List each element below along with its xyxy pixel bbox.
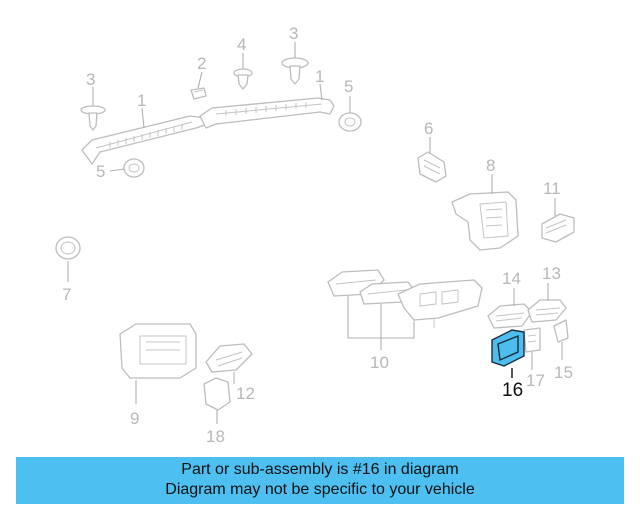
- banner-line-1: Part or sub-assembly is #16 in diagram: [181, 461, 459, 478]
- label-6: 6: [424, 119, 433, 138]
- label-16: 16: [502, 380, 523, 401]
- part-13-vent[interactable]: [527, 299, 567, 323]
- label-12: 12: [236, 384, 255, 403]
- part-4-clip[interactable]: [233, 68, 253, 90]
- label-15: 15: [554, 363, 573, 382]
- label-3-left: 3: [86, 70, 95, 89]
- part-1-defroster-nozzle-right[interactable]: [199, 97, 335, 129]
- part-10-duct-assembly[interactable]: [327, 269, 483, 330]
- label-1-left: 1: [137, 91, 146, 110]
- label-10: 10: [370, 353, 389, 372]
- part-18-grommet[interactable]: [203, 377, 231, 411]
- label-4: 4: [237, 35, 246, 54]
- label-2: 2: [197, 54, 206, 73]
- part-3-clip-right[interactable]: [281, 57, 309, 85]
- label-18: 18: [206, 427, 225, 446]
- part-5-grommet-left[interactable]: [123, 158, 145, 178]
- part-16-body: [491, 329, 525, 367]
- part-15-bracket[interactable]: [553, 319, 569, 343]
- label-13: 13: [542, 264, 561, 283]
- banner-line-2: Diagram may not be specific to your vehi…: [165, 481, 475, 498]
- part-3-clip-left[interactable]: [80, 105, 106, 131]
- part-17-bracket[interactable]: [523, 327, 541, 353]
- part-11-side-vent[interactable]: [541, 213, 575, 243]
- part-1-defroster-nozzle-left[interactable]: [81, 115, 209, 165]
- label-9: 9: [130, 409, 139, 428]
- part-5-grommet-right[interactable]: [338, 112, 362, 132]
- part-6-duct[interactable]: [417, 151, 447, 183]
- part-12-vent[interactable]: [205, 343, 253, 373]
- label-1-right: 1: [315, 67, 324, 86]
- parts-diagram: 1 1 2 3 3 4 5 5 6 7 8 9 10 11 12 13 14 1…: [55, 24, 575, 446]
- part-2-bracket[interactable]: [190, 87, 207, 100]
- part-16-highlighted[interactable]: [491, 329, 525, 367]
- part-8-center-panel[interactable]: [451, 191, 519, 251]
- label-5-left: 5: [96, 162, 105, 181]
- label-3-right: 3: [289, 24, 298, 43]
- leader-lines: [67, 42, 563, 424]
- label-7: 7: [62, 285, 71, 304]
- label-8: 8: [486, 156, 495, 175]
- part-7-round-vent[interactable]: [55, 236, 81, 260]
- part-9-duct[interactable]: [119, 323, 197, 379]
- info-banner: Part or sub-assembly is #16 in diagram D…: [16, 457, 624, 504]
- part-14-vent[interactable]: [487, 303, 533, 329]
- label-5-right: 5: [344, 77, 353, 96]
- label-11: 11: [543, 179, 561, 198]
- label-17: 17: [526, 371, 545, 390]
- label-14: 14: [502, 269, 521, 288]
